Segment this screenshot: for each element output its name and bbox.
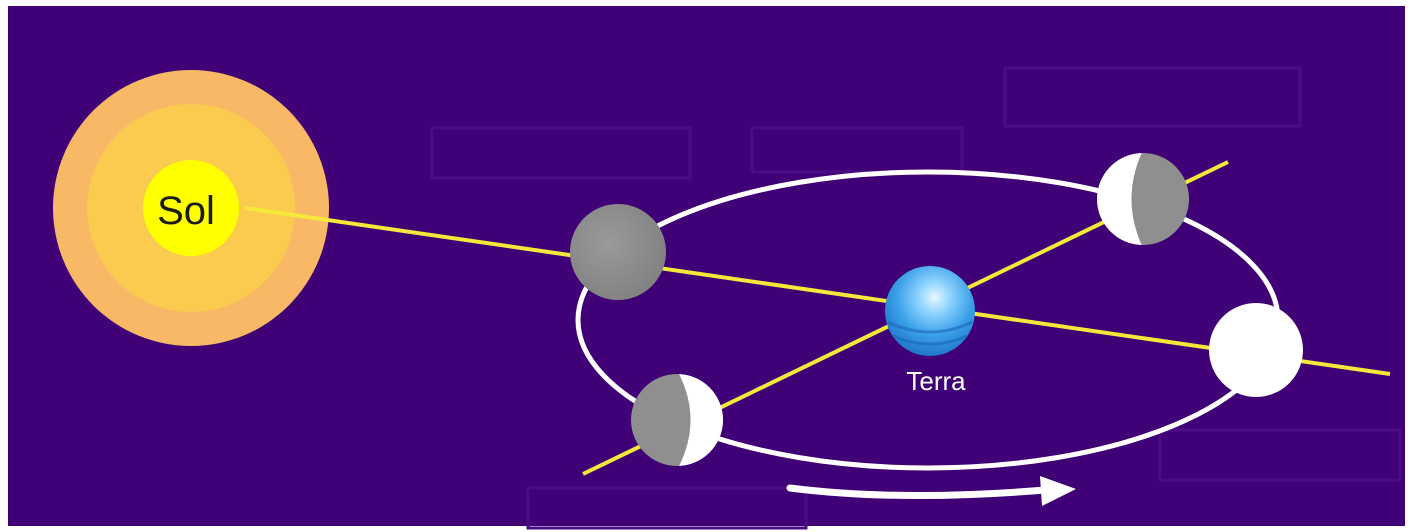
earth-label: Terra bbox=[906, 366, 966, 396]
sun-core bbox=[143, 160, 239, 256]
earth-globe bbox=[885, 266, 975, 356]
earth: Terra bbox=[885, 266, 975, 396]
new-moon bbox=[570, 204, 666, 300]
full-moon bbox=[1209, 303, 1303, 397]
sun-earth-line bbox=[244, 206, 1391, 376]
first-quarter-moon bbox=[1097, 153, 1189, 245]
erased-label-boxes bbox=[430, 66, 1402, 530]
sun: Sol bbox=[53, 70, 329, 346]
orbit-direction-arrow-icon bbox=[786, 476, 1076, 506]
last-quarter-moon bbox=[631, 374, 723, 466]
sun-label: Sol bbox=[157, 189, 215, 233]
